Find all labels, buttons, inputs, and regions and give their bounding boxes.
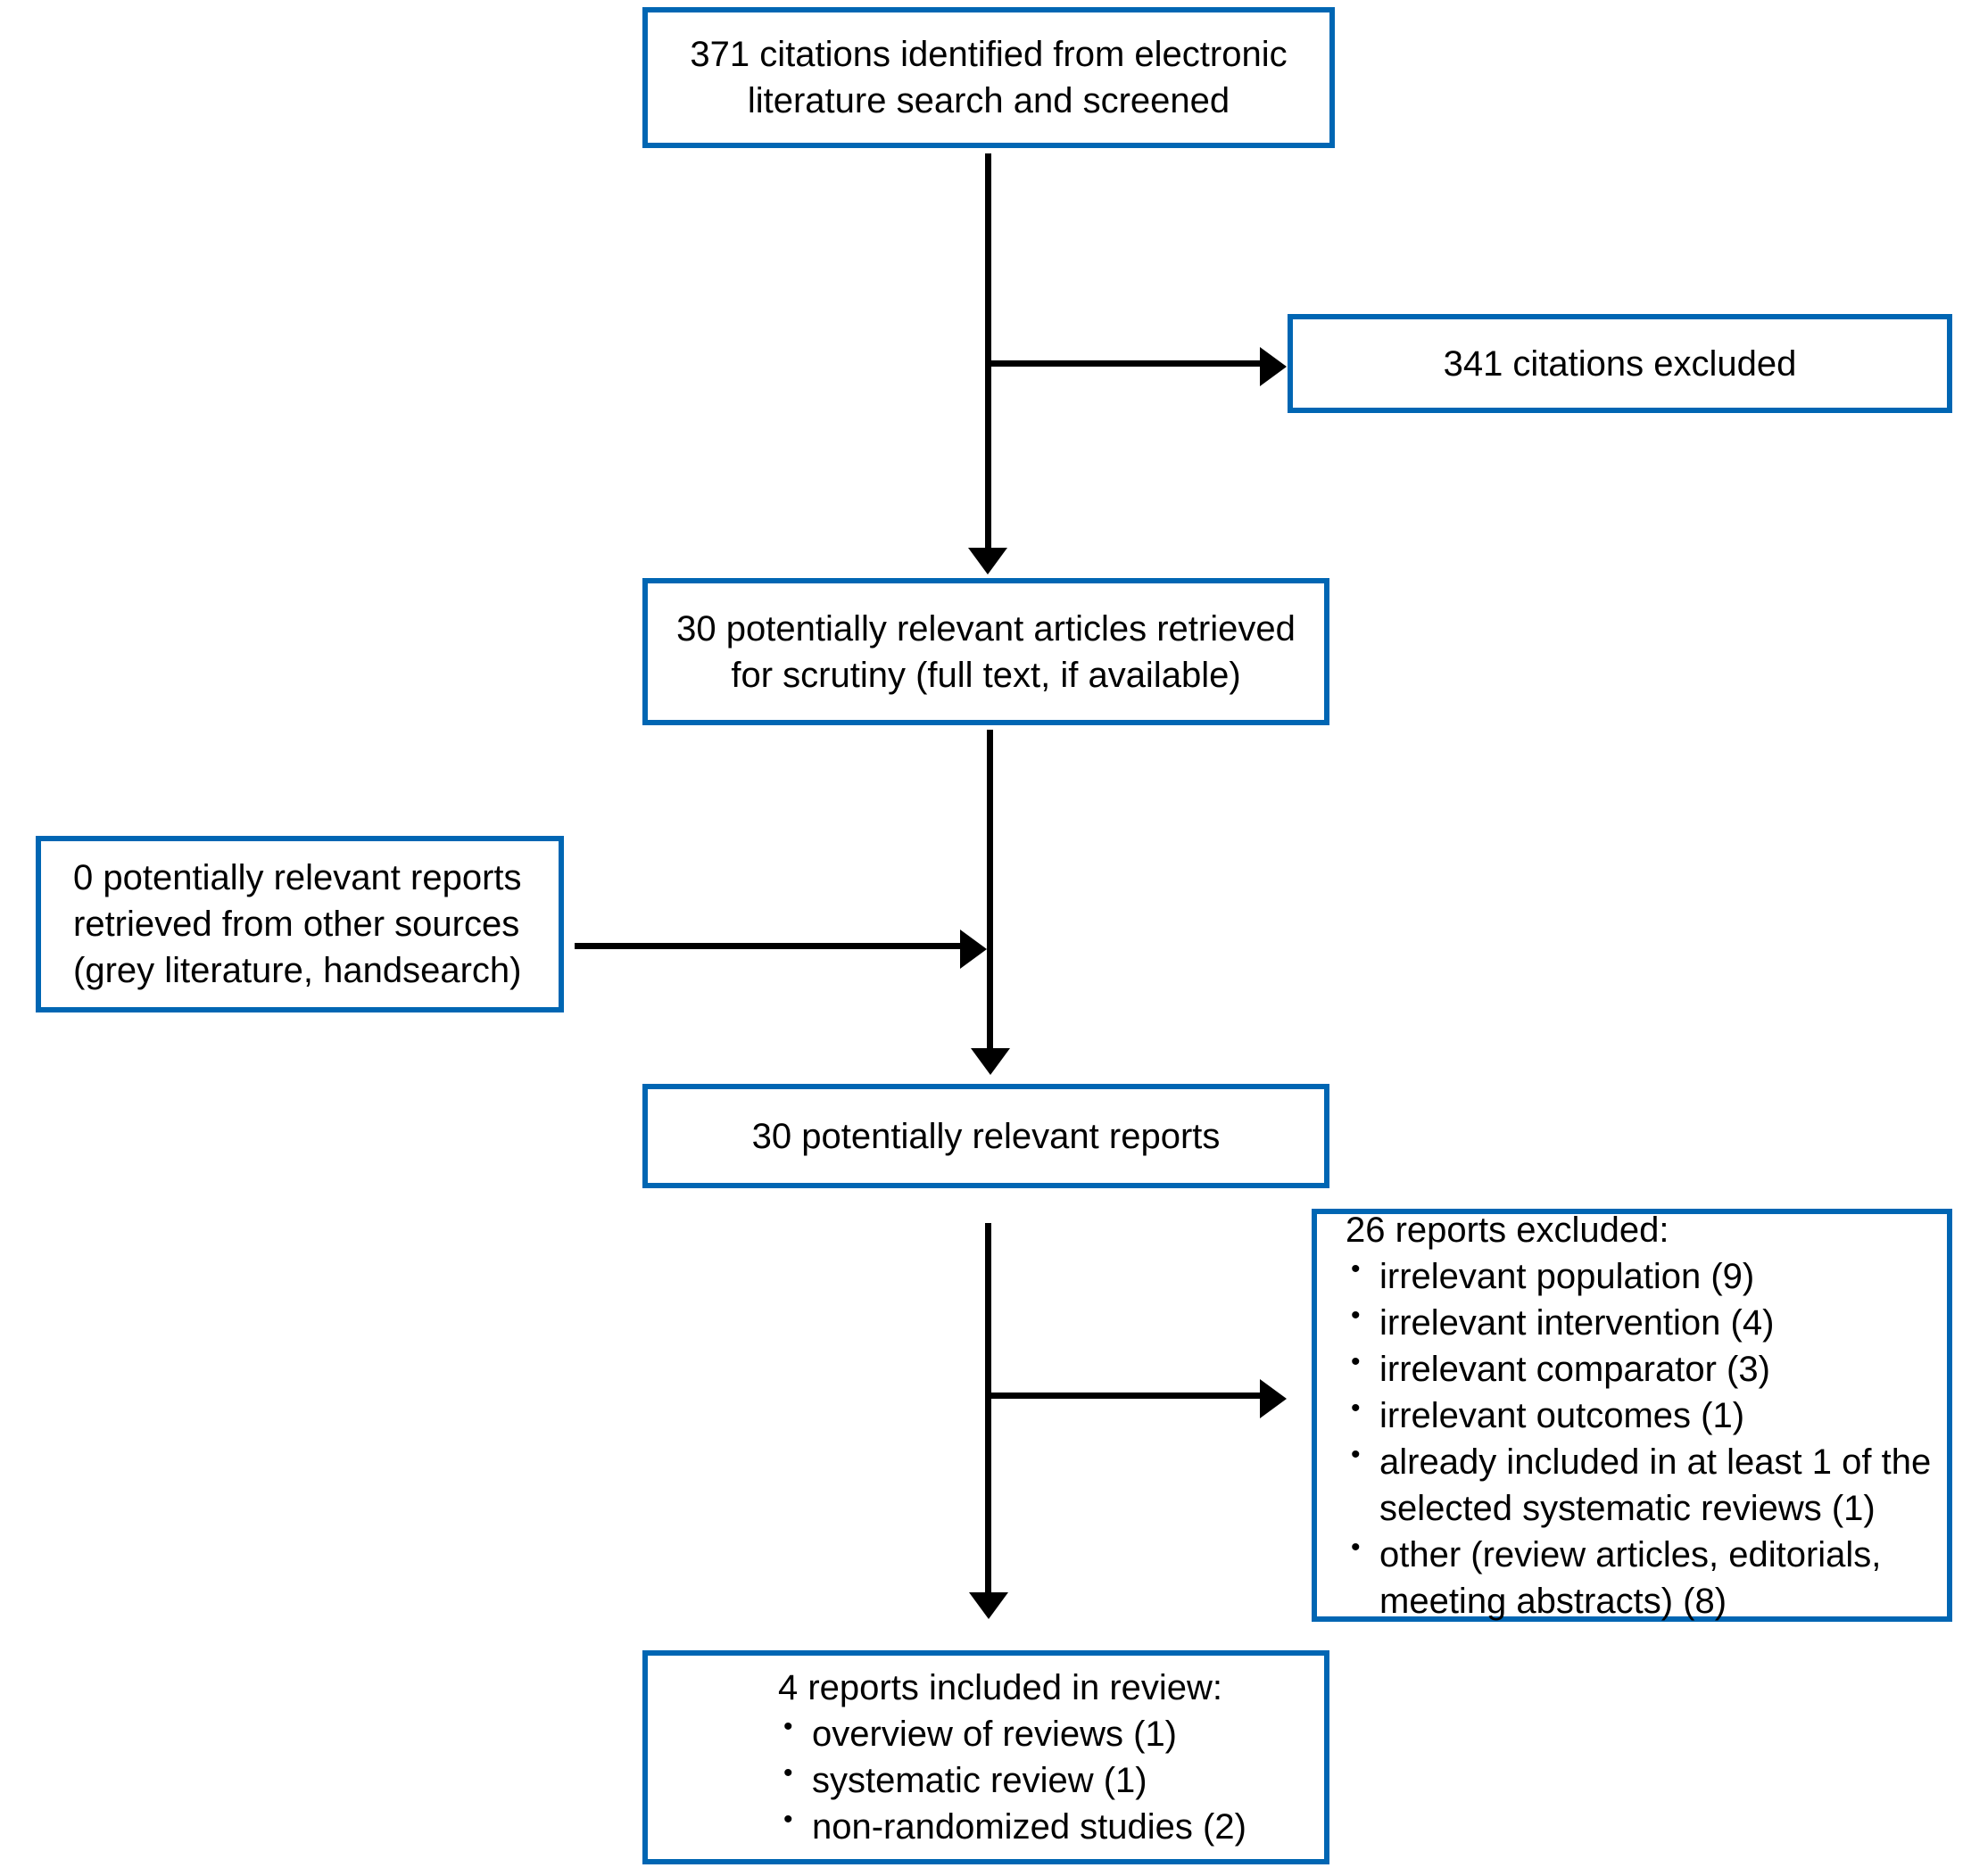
reports-to-excluded-arrowhead [1260,1379,1287,1418]
articles-retrieved-line-2: for scrutiny (full text, if available) [731,655,1241,695]
reports-included-heading: 4 reports included in review: [778,1668,1223,1707]
reports-to-excluded-connector [985,1393,1267,1399]
reports-excluded-list: irrelevant population (9) irrelevant int… [1346,1252,1933,1624]
identified-to-retrieved-arrowhead [968,548,1007,574]
other-sources-line-1: 0 potentially relevant reports [73,858,522,897]
reports-included-list: overview of reviews (1) systematic revie… [778,1709,1310,1850]
list-item: irrelevant population (9) [1346,1252,1933,1300]
identified-to-retrieved-connector [985,153,991,550]
reports-included-box: 4 reports included in review: overview o… [642,1650,1329,1864]
relevant-reports-box: 30 potentially relevant reports [642,1084,1329,1188]
identified-citations-box: 371 citations identified from electronic… [642,7,1335,148]
other-sources-to-spine-connector [575,943,965,949]
reports-excluded-box: 26 reports excluded: irrelevant populati… [1312,1209,1952,1622]
other-sources-line-2: retrieved from other sources [73,905,520,944]
citations-excluded-line-1: 341 citations excluded [1443,343,1797,384]
citations-excluded-box: 341 citations excluded [1288,314,1952,413]
reports-excluded-heading: 26 reports excluded: [1346,1210,1669,1250]
list-item: systematic review (1) [778,1756,1310,1804]
other-sources-to-spine-arrowhead [960,930,987,969]
relevant-reports-line-1: 30 potentially relevant reports [751,1116,1221,1156]
identified-citations-line-2: literature search and screened [747,81,1230,120]
articles-retrieved-line-1: 30 potentially relevant articles retriev… [676,608,1296,649]
reports-to-included-arrowhead [969,1592,1008,1619]
other-sources-line-3: (grey literature, handsearch) [73,951,522,990]
list-item: irrelevant intervention (4) [1346,1298,1933,1346]
retrieved-to-reports-arrowhead [971,1048,1010,1075]
list-item: already included in at least 1 of the se… [1346,1437,1933,1532]
list-item: irrelevant comparator (3) [1346,1344,1933,1393]
list-item: overview of reviews (1) [778,1709,1310,1757]
articles-retrieved-box: 30 potentially relevant articles retriev… [642,578,1329,725]
identified-to-excluded-connector [985,360,1267,367]
reports-to-included-connector [985,1223,991,1596]
list-item: irrelevant outcomes (1) [1346,1391,1933,1439]
identified-citations-line-1: 371 citations identified from electronic [690,35,1288,74]
list-item: non-randomized studies (2) [778,1802,1310,1850]
retrieved-to-reports-connector [987,730,993,1051]
list-item: other (review articles, editorials, meet… [1346,1530,1933,1624]
other-sources-reports-box: 0 potentially relevant reports retrieved… [36,836,564,1012]
identified-to-excluded-arrowhead [1260,347,1287,386]
